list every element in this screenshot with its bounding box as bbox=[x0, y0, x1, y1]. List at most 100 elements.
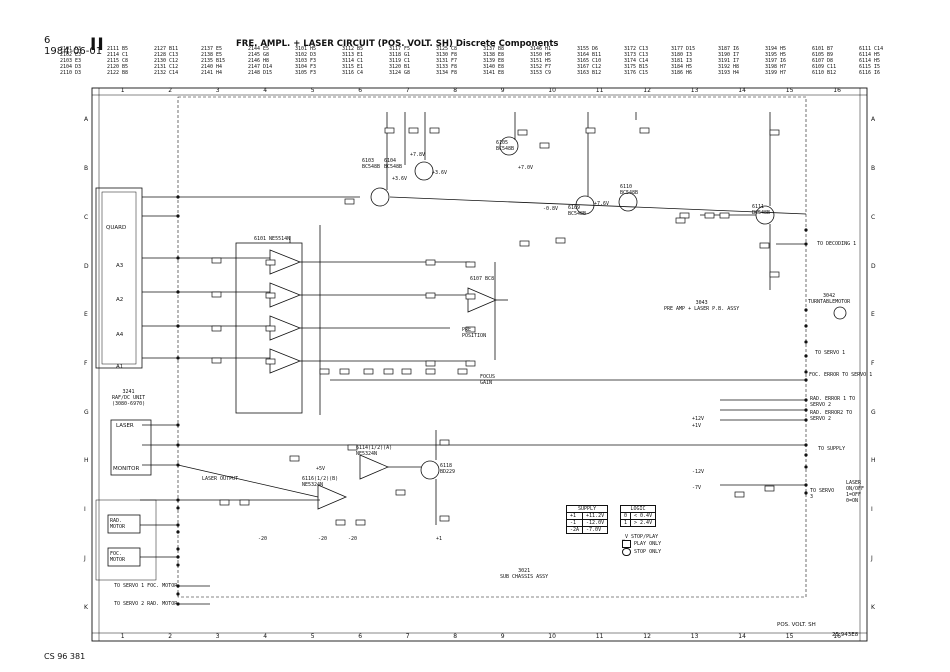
reference-entry: 3130 F8 bbox=[436, 52, 458, 58]
voltage-label: +1V bbox=[692, 423, 702, 429]
connector-pin bbox=[804, 354, 808, 358]
resistor bbox=[211, 257, 222, 264]
reference-entry: 2135 B15 bbox=[201, 58, 226, 64]
connector-pin bbox=[804, 453, 808, 457]
resistor bbox=[335, 519, 346, 526]
reference-entry: 3117 F5 bbox=[389, 46, 411, 52]
voltage-label: -20 bbox=[258, 536, 268, 542]
connector-pin bbox=[176, 602, 180, 606]
reference-entry: 3118 G1 bbox=[389, 52, 411, 58]
resistor bbox=[211, 291, 222, 298]
voltage-label: +1 bbox=[436, 536, 443, 542]
reference-entry: 2131 C12 bbox=[154, 64, 179, 70]
reference-entry: 3174 C14 bbox=[624, 58, 649, 64]
row-letter: H bbox=[871, 457, 876, 465]
ic-6101-label: 6101 NE5514N bbox=[254, 236, 291, 242]
connector-pin bbox=[176, 523, 180, 527]
resistor bbox=[425, 259, 436, 266]
date: 1984-06-01 bbox=[44, 46, 103, 57]
resistor bbox=[401, 368, 412, 375]
voltage-label: -12V bbox=[692, 469, 705, 475]
reference-entry: 6101 B7 bbox=[812, 46, 834, 52]
subchassis-assy: 3021 SUB CHASSIS ASSY bbox=[500, 568, 549, 580]
connector-pin bbox=[804, 408, 808, 412]
photodiode-assy: 3241 RAF/DC UNIT (3080-6970) bbox=[112, 389, 146, 407]
resistor bbox=[211, 325, 222, 332]
reference-entry: 3180 I3 bbox=[671, 52, 693, 58]
reference-entry: 3193 H4 bbox=[718, 70, 740, 76]
connector-pin bbox=[804, 242, 808, 246]
footer-drawing-name: POS. VOLT. SH bbox=[777, 622, 816, 628]
reference-entry: 3177 D15 bbox=[671, 46, 696, 52]
column-number: 7 bbox=[405, 633, 410, 640]
row-letter: G bbox=[871, 408, 876, 416]
reference-entry: 2141 H4 bbox=[201, 70, 223, 76]
resistor bbox=[639, 127, 650, 134]
transistor-6111-label: 6111 BC548B bbox=[752, 204, 771, 216]
photodiode-label-a2: A2 bbox=[116, 297, 124, 303]
connector-pin bbox=[804, 378, 808, 382]
voltage-label: +3.6V bbox=[392, 176, 408, 182]
row-letter: I bbox=[84, 506, 86, 514]
foc-motor-label: FOC. MOTOR bbox=[110, 551, 126, 563]
reference-entry: 3137 B8 bbox=[483, 46, 505, 52]
reference-entry: 3187 I6 bbox=[718, 46, 740, 52]
resistor bbox=[239, 499, 250, 506]
column-number: 1 bbox=[120, 633, 125, 640]
connector-pin bbox=[176, 547, 180, 551]
reference-entry: 2146 H8 bbox=[248, 58, 270, 64]
resistor bbox=[384, 127, 395, 134]
column-number: 4 bbox=[263, 87, 268, 94]
resistor bbox=[465, 360, 476, 367]
column-number: 9 bbox=[500, 633, 505, 640]
to-servo-rad-label: TO SERVO 2 RAD. MOTOR bbox=[114, 601, 178, 607]
monitor-label: MONITOR bbox=[113, 466, 140, 472]
transistor-6103-label: 6103 BC548B bbox=[362, 158, 381, 170]
reference-entry: 3181 I3 bbox=[671, 58, 693, 64]
resistor bbox=[519, 240, 530, 247]
connector-pin bbox=[804, 308, 808, 312]
reference-entry: 3103 F3 bbox=[295, 58, 317, 64]
column-number: 10 bbox=[548, 87, 556, 94]
reference-entry: 2104 D3 bbox=[60, 64, 82, 70]
resistor bbox=[383, 368, 394, 375]
reference-entry: 2138 E5 bbox=[201, 52, 223, 58]
reference-entry: 3124 G8 bbox=[389, 70, 411, 76]
reference-entry: 6110 B12 bbox=[812, 70, 837, 76]
resistor bbox=[719, 212, 730, 219]
reference-entry: 3116 C4 bbox=[342, 70, 364, 76]
row-letter: C bbox=[871, 213, 876, 221]
reference-entry: 2132 C14 bbox=[154, 70, 179, 76]
laser-output-label: LASER OUTPUT bbox=[202, 476, 239, 482]
resistor bbox=[539, 142, 550, 149]
reference-entry: 3197 I6 bbox=[765, 58, 787, 64]
reference-entry: 3140 E8 bbox=[483, 64, 505, 70]
reference-entry: 3186 H6 bbox=[671, 70, 693, 76]
section-roman: II bbox=[90, 35, 105, 55]
column-number: 9 bbox=[500, 87, 505, 94]
reference-entry: 3155 D6 bbox=[577, 46, 599, 52]
voltage-label: +7.6V bbox=[594, 201, 610, 207]
voltage-label: +3.6V bbox=[432, 170, 448, 176]
reference-entry: 2115 C8 bbox=[107, 58, 129, 64]
page-number: 6 1984-06-01 bbox=[44, 35, 103, 57]
connector-pin bbox=[176, 290, 180, 294]
reference-entry: 3150 H5 bbox=[530, 52, 552, 58]
reference-entry: 3104 F3 bbox=[295, 64, 317, 70]
resistor bbox=[265, 292, 276, 299]
column-number: 14 bbox=[738, 633, 746, 640]
reference-entry: 2103 E3 bbox=[60, 58, 82, 64]
reference-entry: 2144 E5 bbox=[248, 46, 270, 52]
connector-pin bbox=[176, 506, 180, 510]
frame bbox=[91, 87, 868, 642]
column-number: 5 bbox=[310, 633, 315, 640]
reference-entry: 3112 B5 bbox=[342, 46, 364, 52]
row-letter: C bbox=[84, 213, 89, 221]
voltage-label: +5V bbox=[316, 466, 326, 472]
